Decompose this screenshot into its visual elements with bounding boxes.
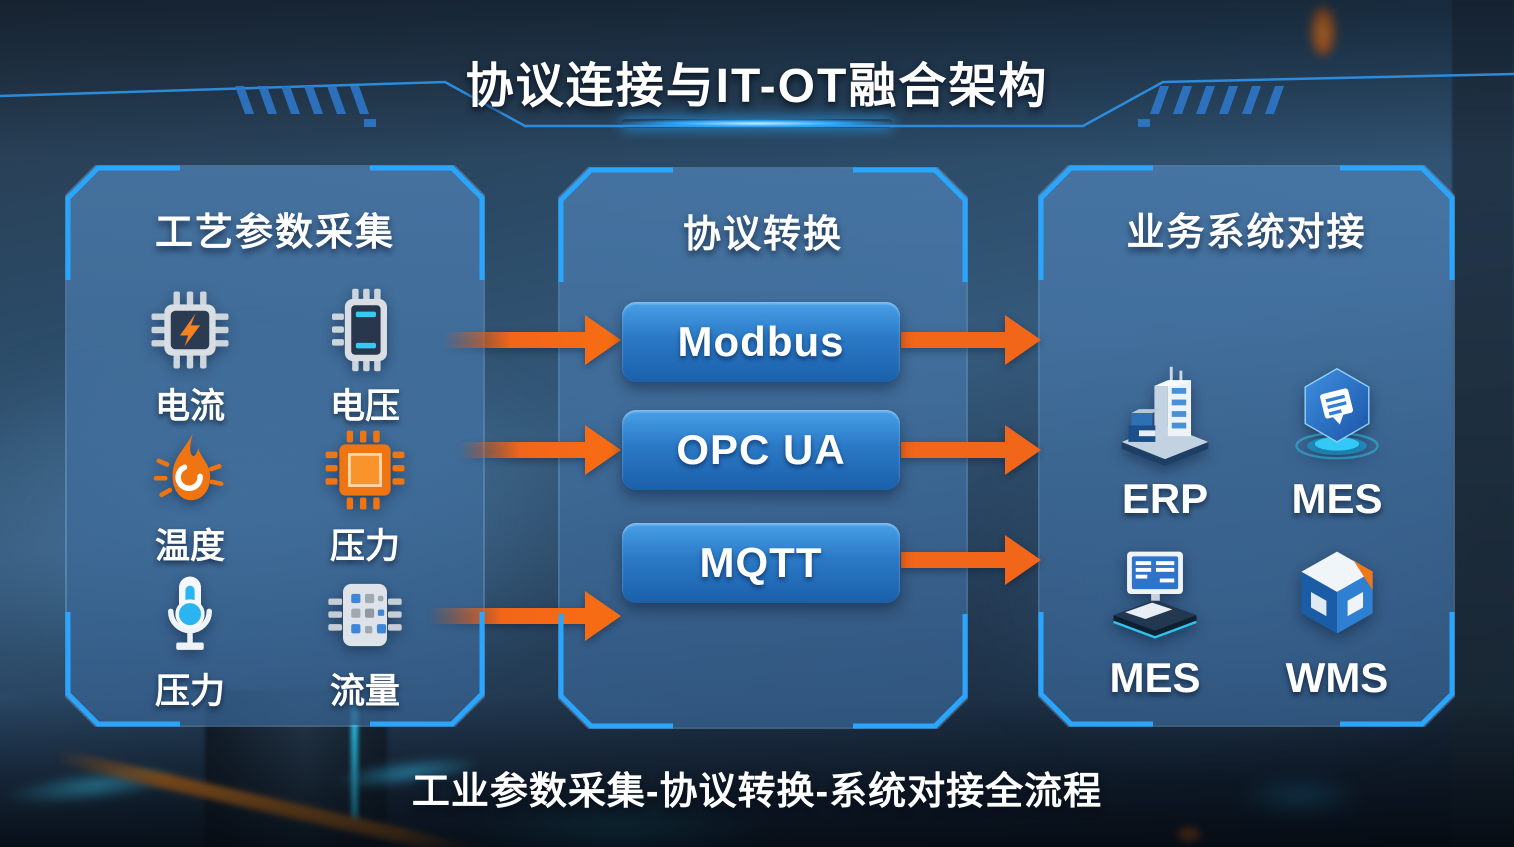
param-current: 电流 <box>115 286 265 429</box>
panel-business-systems: 业务系统对接 ERP <box>1038 165 1455 727</box>
thermometer-pressure-icon <box>168 576 212 650</box>
chip-lightning-icon <box>151 291 229 369</box>
flow-arrow-left-3 <box>429 591 621 641</box>
hazard-stripes-left <box>235 86 376 127</box>
flow-arrow-right-1 <box>901 315 1041 365</box>
panel-title-collection: 工艺参数采集 <box>154 212 395 254</box>
chip-pressure-icon <box>325 430 405 510</box>
flow-arrow-right-2 <box>901 425 1041 475</box>
protocol-opcua: OPC UA <box>622 410 900 490</box>
hazard-stripes-right <box>1138 86 1284 127</box>
param-label: 电流 <box>154 387 225 426</box>
param-label: 压力 <box>329 527 400 566</box>
corner-accent <box>1038 165 1153 280</box>
corner-accent <box>1340 165 1455 280</box>
erp-building-icon <box>1121 366 1209 467</box>
corner-accent <box>65 165 180 280</box>
param-flow: 流量 <box>290 571 440 714</box>
corner-accent <box>853 167 968 282</box>
system-label: ERP <box>1121 475 1209 522</box>
param-label: 温度 <box>154 527 225 566</box>
mes-hexagon-icon <box>1295 367 1379 460</box>
corner-accent <box>853 614 968 729</box>
panel-protocol-conversion: 协议转换 Modbus OPC UA MQTT <box>558 167 968 729</box>
flow-chip-icon <box>328 583 402 647</box>
corner-accent <box>65 612 180 727</box>
mes-terminal-icon <box>1113 551 1197 639</box>
flow-arrow-right-3 <box>901 535 1041 585</box>
corner-accent <box>558 614 673 729</box>
flame-temperature-icon <box>153 433 224 501</box>
protocol-modbus: Modbus <box>622 302 900 382</box>
panel-title-conversion: 协议转换 <box>682 214 843 256</box>
corner-accent <box>370 165 485 280</box>
param-temperature: 温度 <box>115 426 265 569</box>
system-label: WMS <box>1285 654 1389 701</box>
panel-title-business: 业务系统对接 <box>1126 212 1367 254</box>
corner-accent <box>1340 612 1455 727</box>
param-pressure-chip: 压力 <box>290 426 440 569</box>
protocol-mqtt: MQTT <box>622 523 900 603</box>
system-mes-cloud: MES <box>1257 361 1417 523</box>
param-label: 电压 <box>329 387 400 426</box>
corner-accent <box>370 612 485 727</box>
param-label: 流量 <box>329 672 400 711</box>
title-underline <box>621 119 893 128</box>
param-pressure-thermo: 压力 <box>115 571 265 714</box>
panel-process-params: 工艺参数采集 电流 <box>65 165 485 727</box>
chip-voltage-icon <box>332 288 387 372</box>
system-wms: WMS <box>1257 540 1417 702</box>
system-erp: ERP <box>1085 361 1245 523</box>
corner-accent <box>558 167 673 282</box>
bottom-caption: 工业参数采集-协议转换-系统对接全流程 <box>411 771 1103 813</box>
wms-cube-icon <box>1301 551 1373 634</box>
system-label: MES <box>1109 654 1201 701</box>
system-mes-terminal: MES <box>1075 540 1235 702</box>
flow-arrow-left-1 <box>443 315 621 365</box>
flow-arrow-left-2 <box>459 425 621 475</box>
system-label: MES <box>1291 475 1383 522</box>
param-voltage: 电压 <box>290 286 440 429</box>
page-title: 协议连接与IT-OT融合架构 <box>465 60 1049 113</box>
corner-accent <box>1038 612 1153 727</box>
param-label: 压力 <box>154 672 225 711</box>
